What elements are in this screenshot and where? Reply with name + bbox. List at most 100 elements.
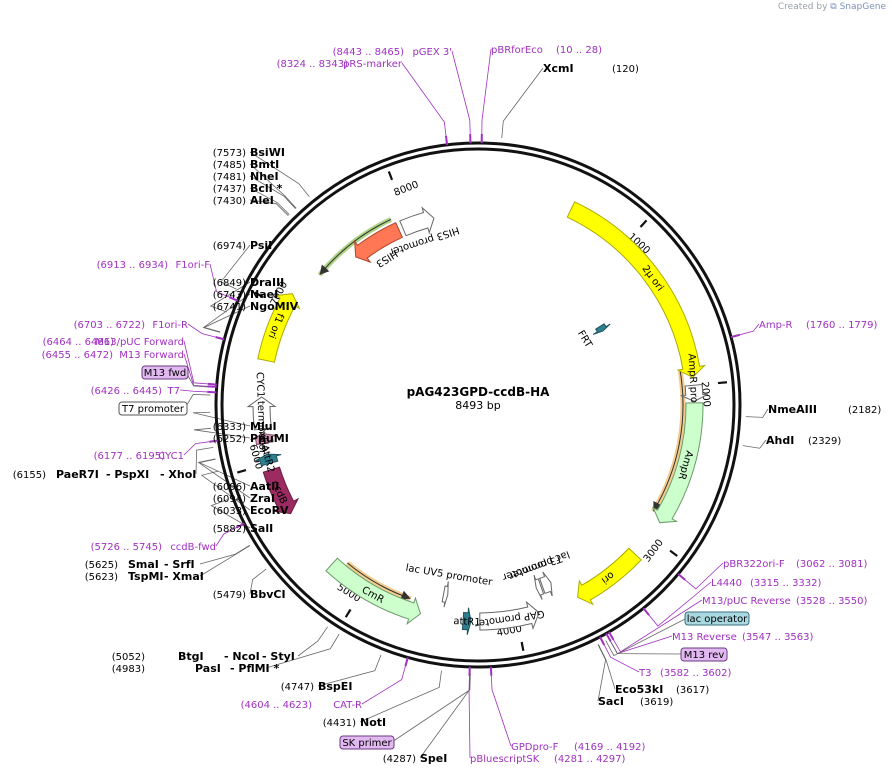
enzyme-eco53ki[interactable]: Eco53kI(3617): [615, 683, 709, 696]
site-mark: [677, 573, 686, 581]
primer-name: M13/pUC Reverse: [702, 596, 791, 607]
feature-cmr[interactable]: [325, 557, 422, 626]
primer-pbluescriptsk[interactable]: pBluescriptSK(4281 .. 4297): [470, 754, 626, 765]
primer-t3[interactable]: T3(3582 .. 3602): [638, 668, 732, 679]
enzyme-naei[interactable]: (6743)NaeI: [213, 288, 278, 301]
feature-ori[interactable]: [577, 547, 642, 606]
label-m13-fwd[interactable]: M13 fwd: [141, 365, 189, 380]
leader-line: [501, 67, 544, 139]
enzyme-bbvci[interactable]: (5479)BbvCI: [213, 588, 286, 601]
enzyme-noti[interactable]: (4431)NotI: [323, 716, 386, 729]
feature-2-ori[interactable]: [566, 201, 707, 378]
enzyme-group-6155[interactable]: (6155)PaeR7I- PspXI- XhoI: [13, 468, 197, 481]
feature-attr2[interactable]: [254, 453, 282, 467]
feature-gap-promoter[interactable]: [479, 600, 540, 631]
enzyme-saci[interactable]: SacI(3619): [598, 695, 673, 708]
leader-line: [597, 644, 607, 702]
feature-his3[interactable]: [353, 222, 403, 264]
primer-m13-reverse[interactable]: M13 Reverse(3547 .. 3563): [672, 632, 814, 643]
label-sk-primer[interactable]: SK primer: [339, 735, 395, 750]
leader-line: [195, 447, 214, 475]
primer-ccdb-fwd[interactable]: ccdB-fwd(5726 .. 5745): [91, 542, 216, 553]
primer-t7[interactable]: T7(6426 .. 6445): [91, 386, 180, 397]
enzyme-nhei[interactable]: (7481)NheI: [213, 170, 279, 183]
site-mark: [235, 522, 245, 529]
feature-attr1[interactable]: [461, 607, 472, 635]
enzyme-position: (7485): [213, 160, 246, 171]
enzyme-name: SpeI: [420, 752, 447, 765]
tick-label-3000: 3000: [642, 537, 666, 564]
primer-gpdpro-f[interactable]: GPDpro-F(4169 .. 4192): [511, 742, 646, 753]
site-mark: [209, 439, 219, 443]
primer-m13-puc-forward[interactable]: M13/pUC Forward(6464 .. 6486): [43, 337, 184, 348]
primer-m13-puc-reverse[interactable]: M13/pUC Reverse(3528 .. 3550): [702, 596, 868, 607]
primer-prs-marker[interactable]: pRS-marker(8324 .. 8343): [277, 59, 403, 70]
enzyme-name: PasI: [195, 662, 221, 675]
feature-lac-promoter[interactable]: [538, 571, 553, 597]
label-lac-operator[interactable]: lac operator: [684, 611, 750, 626]
primer-pbrforeco[interactable]: pBRforEco(10 .. 28): [491, 45, 602, 56]
backbone-inner-strand: [220, 147, 736, 663]
enzyme-bmti[interactable]: (7485)BmtI: [213, 158, 279, 171]
enzyme-bspei[interactable]: (4747)BspEI: [281, 680, 353, 693]
enzyme-draiii[interactable]: (6849)DraIII: [213, 276, 285, 289]
enzyme-position: (4287): [383, 754, 416, 765]
feature-3xha[interactable]: [250, 433, 278, 446]
primer-name: T3: [638, 668, 651, 679]
enzyme-group-5052[interactable]: (5052)BtgI- NcoI- StyI: [112, 650, 295, 663]
enzyme-alei[interactable]: (7430)AleI: [213, 194, 274, 207]
label-t7-promoter[interactable]: T7 promoter: [118, 401, 188, 416]
primer-f1ori-r[interactable]: F1ori-R(6703 .. 6722): [74, 320, 188, 331]
site-mark: [730, 333, 741, 339]
enzyme-group-4983[interactable]: (4983)PasI- PflMI *: [112, 662, 280, 675]
leader-line: [197, 458, 251, 499]
site-labels[interactable]: (7573)BsiWI(7485)BmtI(7481)NheI(7437)Bcl…: [13, 45, 882, 765]
leader-line: [249, 175, 296, 209]
enzyme-bsiwi[interactable]: (7573)BsiWI: [213, 146, 285, 159]
feature-t3-promoter[interactable]: [533, 574, 545, 600]
feature-his3-promoter[interactable]: [399, 206, 435, 237]
enzyme-ahdi[interactable]: AhdI(2329): [766, 434, 841, 447]
enzyme-bcli[interactable]: (7437)BclI *: [213, 182, 283, 195]
label-m13-rev[interactable]: M13 rev: [680, 647, 728, 662]
enzyme-sali[interactable]: (5882)SalI: [213, 522, 273, 535]
enzyme-psii[interactable]: (6974)PsiI: [213, 239, 273, 252]
feature-ampr-promoter[interactable]: [680, 383, 708, 402]
primer-cyc1[interactable]: CYC1(6177 .. 6195): [94, 451, 184, 462]
enzyme-aatii[interactable]: (6096)AatII: [213, 480, 280, 493]
primer-name: pBluescriptSK: [470, 754, 540, 765]
feature-lac-uv5-promoter[interactable]: [441, 581, 449, 608]
enzyme-position: (5052): [112, 652, 145, 663]
leader-line: [249, 151, 310, 197]
feature-frt[interactable]: [592, 323, 611, 335]
enzyme-mlui[interactable]: (6333)MluI: [213, 420, 277, 433]
enzyme-xcmi[interactable]: XcmI(120): [543, 62, 639, 75]
enzyme-ppumi[interactable]: (6252)PpuMI: [213, 432, 289, 445]
enzyme-zrai[interactable]: (6094)ZraI: [213, 492, 275, 505]
enzyme-group-5623[interactable]: (5623)TspMI- XmaI: [85, 570, 204, 583]
feature-f1-ori[interactable]: [257, 293, 301, 363]
feature-ampr[interactable]: [652, 402, 704, 524]
enzyme-spei[interactable]: (4287) SpeI: [383, 752, 448, 765]
enzyme-ngomiv[interactable]: (6741)NgoMIV: [213, 300, 299, 313]
enzyme-position: (2182): [848, 405, 881, 416]
enzyme-position: (6252): [213, 434, 246, 445]
primer-f1ori-f[interactable]: F1ori-F(6913 .. 6934): [97, 260, 211, 271]
primer-amp-r[interactable]: Amp-R(1760 .. 1779): [759, 320, 878, 331]
primer-l4440[interactable]: L4440(3315 .. 3332): [711, 578, 822, 589]
feature-ccdb[interactable]: [262, 466, 300, 515]
primer-range: (3547 .. 3563): [742, 632, 814, 643]
leader-line: [602, 642, 640, 673]
primer-pgex-3[interactable]: pGEX 3'(8443 .. 8465): [333, 47, 452, 58]
site-mark: [207, 382, 217, 386]
enzyme-ecorv[interactable]: (6033)EcoRV: [213, 504, 289, 517]
enzyme-nmeaiii[interactable]: NmeAIII(2182): [768, 403, 881, 416]
enzyme-group-5625[interactable]: (5625)SmaI- SrfI: [85, 558, 195, 571]
primer-pbr322ori-f[interactable]: pBR322ori-F(3062 .. 3081): [723, 559, 868, 570]
primer-range: (4604 .. 4623): [241, 700, 313, 711]
feature-cyc1-terminator[interactable]: [246, 396, 277, 431]
primer-cat-r[interactable]: CAT-R(4604 .. 4623): [241, 700, 362, 711]
primer-m13-forward[interactable]: M13 Forward(6455 .. 6472): [42, 350, 184, 361]
